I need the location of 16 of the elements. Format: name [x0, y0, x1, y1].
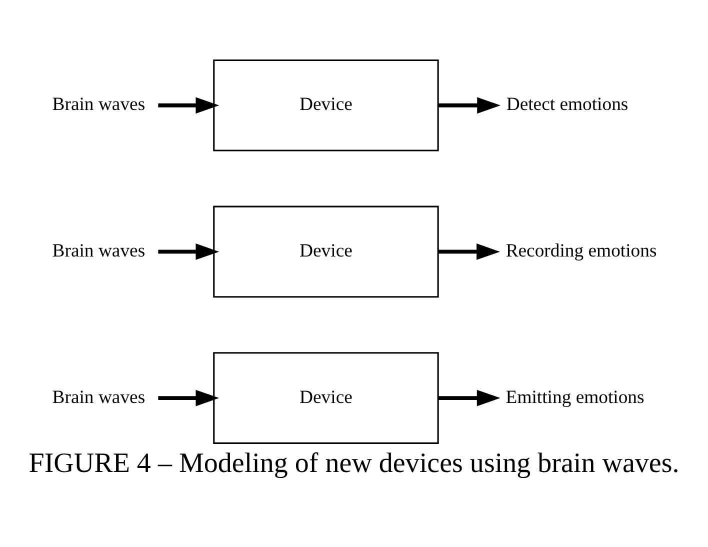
node-text: Detect emotions — [506, 94, 628, 116]
node-text: Brain waves — [52, 386, 146, 408]
arrow — [158, 97, 220, 114]
node-box: Device — [213, 59, 439, 152]
arrow — [438, 244, 500, 260]
node-text: Brain waves — [52, 240, 146, 262]
node-text: Brain waves — [52, 94, 146, 116]
node-box: Device — [213, 352, 439, 444]
node-box: Device — [213, 206, 439, 298]
arrow — [438, 390, 500, 406]
arrow — [158, 244, 220, 260]
node-text: Emitting emotions — [506, 386, 644, 408]
arrow — [438, 97, 501, 114]
caption: FIGURE 4 – Modeling of new devices using brain waves. — [28, 448, 680, 479]
arrow — [158, 390, 220, 406]
node-text: Recording emotions — [506, 240, 657, 262]
